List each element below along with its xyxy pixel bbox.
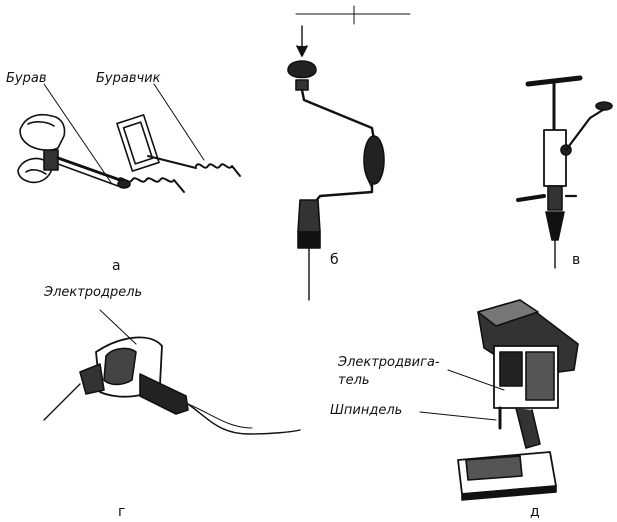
label-spindle: Шпиндель (330, 403, 402, 418)
panel-d-drill-press-illustration (419, 299, 579, 501)
panel-letter-g: г (118, 504, 125, 520)
label-buravchik: Буравчик (96, 71, 161, 86)
panel-letter-d: д (530, 504, 540, 520)
label-motor-line1: Электродвига- (337, 355, 440, 370)
panel-v-hand-drill-illustration (516, 75, 613, 269)
label-burav: Бурав (6, 71, 47, 86)
panel-letter-v: в (572, 252, 580, 268)
panel-g-electric-drill-illustration (43, 309, 301, 435)
panel-a-auger-illustration (17, 83, 241, 193)
label-motor-line2: тель (338, 373, 370, 388)
label-electric-drill: Электродрель (43, 285, 142, 300)
panel-letter-a: а (112, 258, 121, 274)
panel-letter-b: б (330, 252, 339, 268)
panel-b-brace-illustration (287, 5, 411, 301)
